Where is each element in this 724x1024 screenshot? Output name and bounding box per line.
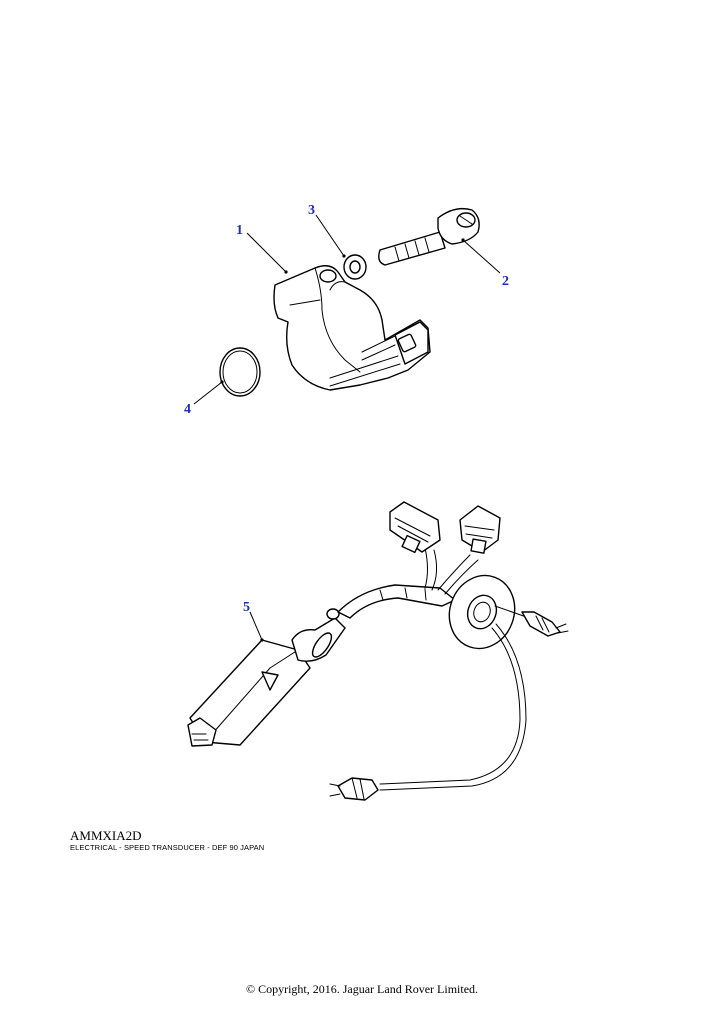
callout-1[interactable]: 1 — [236, 223, 243, 238]
callout-2[interactable]: 2 — [502, 274, 509, 289]
part-5-harness[interactable] — [187, 501, 569, 801]
callout-5[interactable]: 5 — [243, 600, 250, 615]
callout-3[interactable]: 3 — [308, 203, 315, 218]
illustration-code: AMMXIA2D — [70, 828, 142, 843]
copyright-notice: © Copyright, 2016. Jaguar Land Rover Lim… — [245, 982, 479, 996]
part-2-bolt[interactable] — [378, 207, 480, 266]
part-3-washer[interactable] — [343, 254, 367, 280]
part-4-o-ring[interactable] — [219, 347, 261, 397]
part-1-transducer-housing[interactable] — [273, 265, 431, 391]
callout-4[interactable]: 4 — [184, 402, 191, 417]
diagram-caption: ELECTRICAL - SPEED TRANSDUCER - DEF 90 J… — [70, 843, 265, 852]
